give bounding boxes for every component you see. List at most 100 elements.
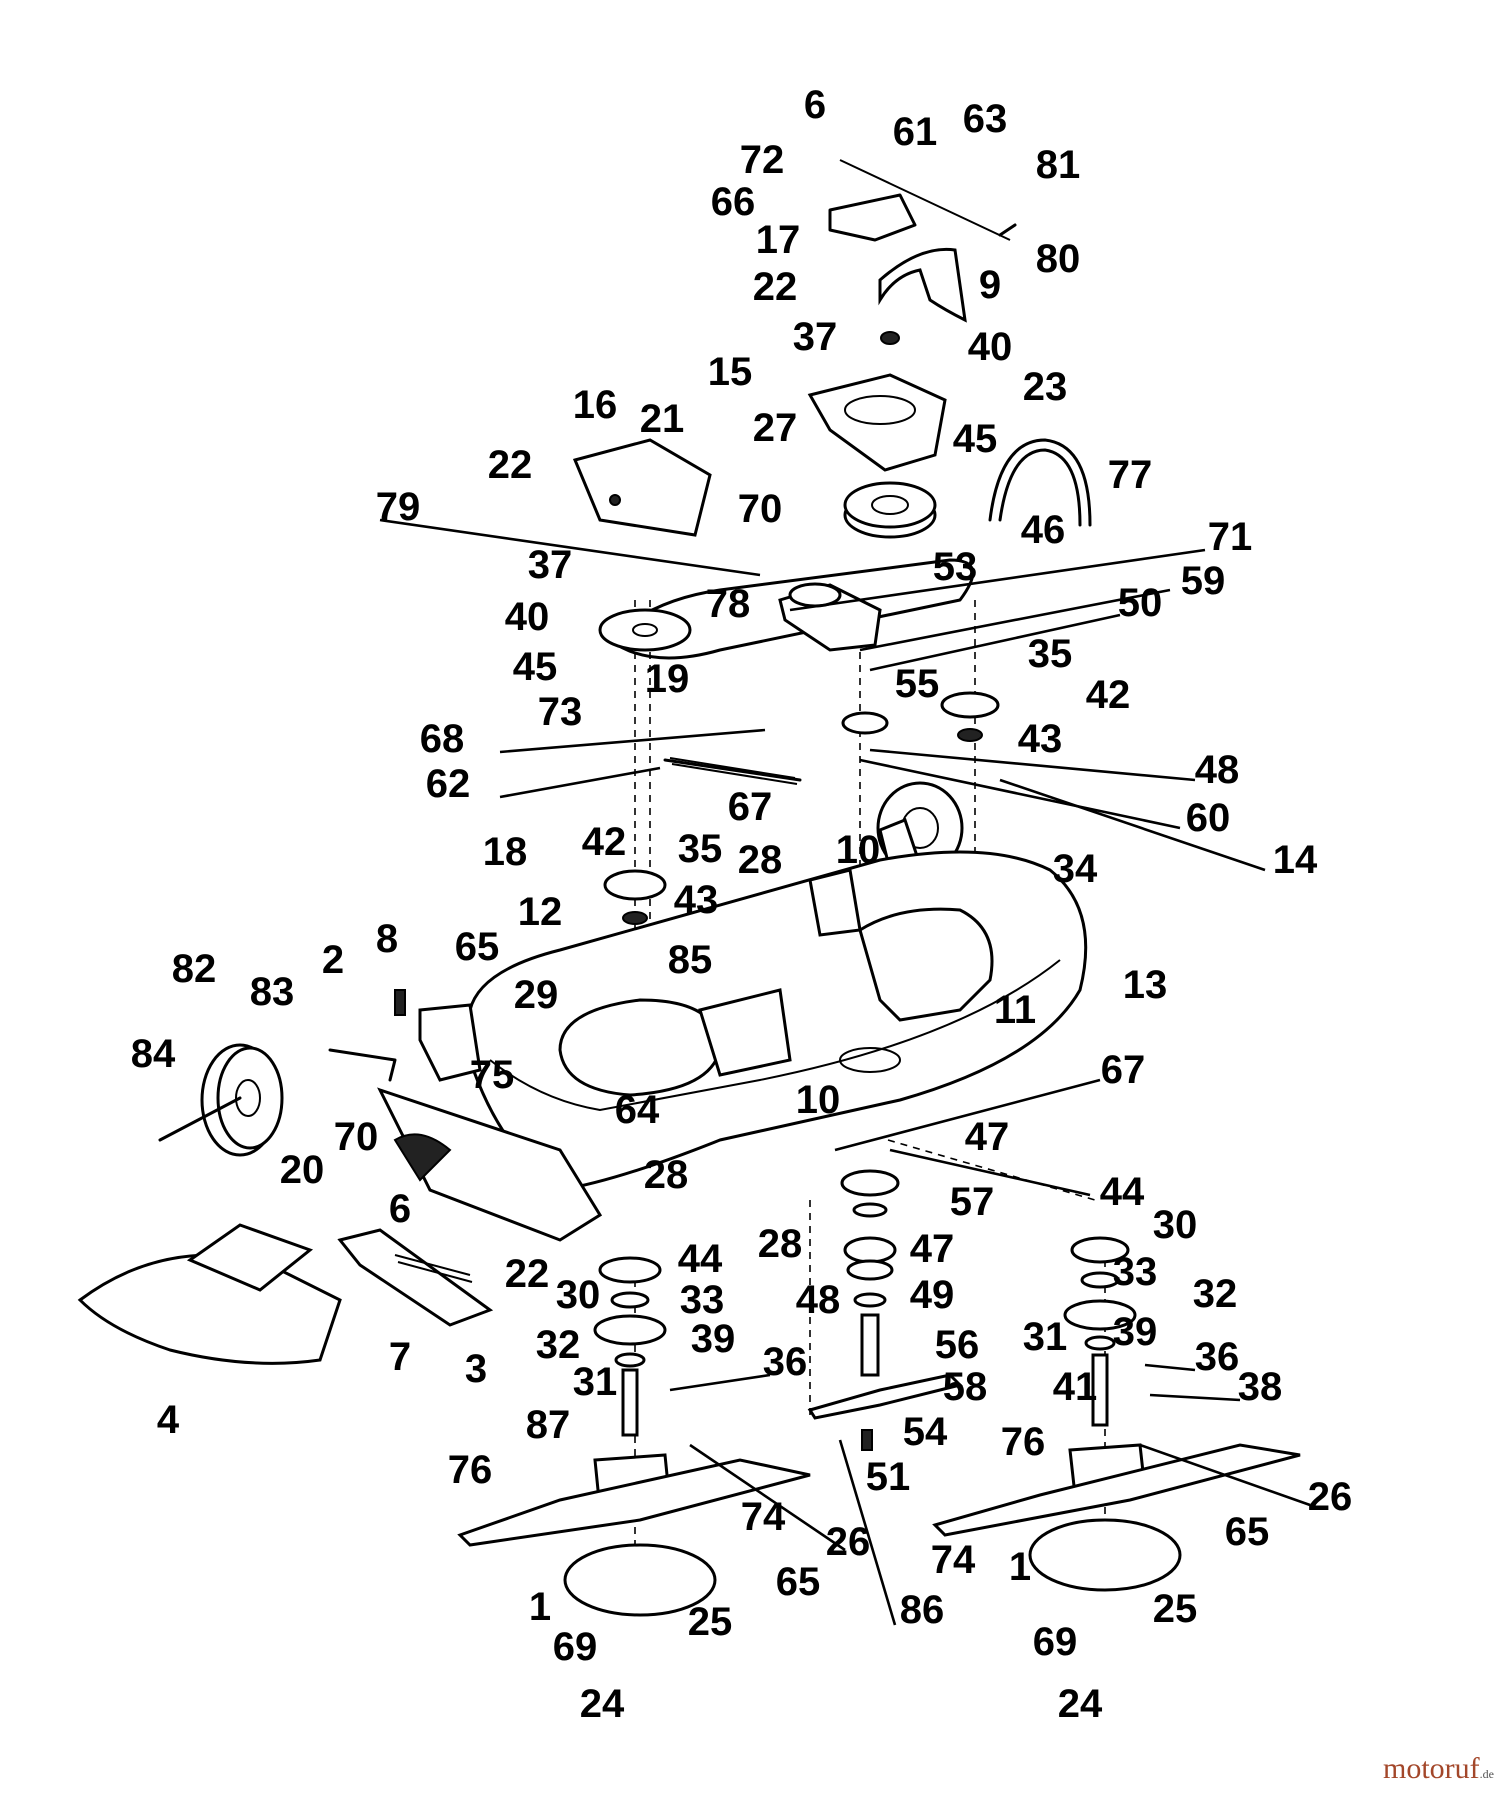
part-callout-34: 34 <box>1053 847 1098 891</box>
part-callout-17: 17 <box>756 218 801 262</box>
part-callout-54: 54 <box>903 1410 948 1454</box>
part-callout-35: 35 <box>1028 632 1073 676</box>
part-callout-42: 42 <box>1086 673 1131 717</box>
part-callout-45: 45 <box>953 417 998 461</box>
part-callout-67: 67 <box>728 785 773 829</box>
part-callout-28: 28 <box>644 1153 689 1197</box>
part-callout-7: 7 <box>389 1335 411 1379</box>
part-callout-22: 22 <box>505 1252 550 1296</box>
part-callout-8: 8 <box>376 917 398 961</box>
belt-77 <box>988 438 1092 527</box>
part-callout-31: 31 <box>1023 1315 1068 1359</box>
part-callout-2: 2 <box>322 938 344 982</box>
part-callout-41: 41 <box>1053 1365 1098 1409</box>
part-callout-30: 30 <box>1153 1203 1198 1247</box>
part-callout-62: 62 <box>426 762 471 806</box>
part-callout-26: 26 <box>1308 1475 1353 1519</box>
motoruf-watermark[interactable]: motoruf.de <box>1383 1752 1494 1786</box>
part-callout-74: 74 <box>931 1538 976 1582</box>
part-callout-36: 36 <box>1195 1335 1240 1379</box>
part-callout-56: 56 <box>935 1323 980 1367</box>
part-callout-58: 58 <box>943 1365 988 1409</box>
part-callout-13: 13 <box>1123 963 1168 1007</box>
part-callout-73: 73 <box>538 690 583 734</box>
part-callout-86: 86 <box>900 1588 945 1632</box>
front-bracket-2-8 <box>328 989 482 1082</box>
part-callout-31: 31 <box>573 1360 618 1404</box>
part-callout-47: 47 <box>910 1227 955 1271</box>
part-callout-12: 12 <box>518 890 563 934</box>
part-callout-22: 22 <box>753 265 798 309</box>
part-callout-74: 74 <box>741 1495 786 1539</box>
part-callout-19: 19 <box>645 657 690 701</box>
part-callout-71: 71 <box>1208 515 1253 559</box>
part-callout-76: 76 <box>448 1448 493 1492</box>
part-callout-81: 81 <box>1036 143 1081 187</box>
part-callout-1: 1 <box>1009 1545 1031 1589</box>
part-callout-82: 82 <box>172 947 217 991</box>
part-callout-30: 30 <box>556 1273 601 1317</box>
discharge-flap-75 <box>377 1087 603 1242</box>
part-callout-72: 72 <box>740 138 785 182</box>
part-callout-23: 23 <box>1023 365 1068 409</box>
part-callout-27: 27 <box>753 406 798 450</box>
part-callout-63: 63 <box>963 97 1008 141</box>
part-callout-16: 16 <box>573 383 618 427</box>
part-callout-39: 39 <box>691 1317 736 1361</box>
part-callout-85: 85 <box>668 938 713 982</box>
part-callout-57: 57 <box>950 1180 995 1224</box>
part-callout-84: 84 <box>131 1032 176 1076</box>
part-callout-6: 6 <box>389 1187 411 1231</box>
part-callout-77: 77 <box>1108 453 1153 497</box>
part-callout-22: 22 <box>488 443 533 487</box>
drive-belt-78 <box>598 558 975 660</box>
part-callout-48: 48 <box>1195 748 1240 792</box>
part-callout-10: 10 <box>796 1078 841 1122</box>
part-callout-43: 43 <box>1018 717 1063 761</box>
leader-lines <box>379 518 1311 1626</box>
part-callout-40: 40 <box>505 595 550 639</box>
part-callout-53: 53 <box>933 545 978 589</box>
part-callout-67: 67 <box>1101 1048 1146 1092</box>
bearings-42-43-55 <box>603 691 1000 925</box>
part-callout-69: 69 <box>553 1625 598 1669</box>
part-callout-33: 33 <box>680 1278 725 1322</box>
part-callout-25: 25 <box>1153 1587 1198 1631</box>
part-callout-79: 79 <box>376 485 421 529</box>
spring-62 <box>663 757 802 785</box>
bracket-3-7 <box>337 1228 494 1327</box>
part-callout-48: 48 <box>796 1278 841 1322</box>
part-callout-36: 36 <box>763 1340 808 1384</box>
part-callout-37: 37 <box>793 315 838 359</box>
part-callout-55: 55 <box>895 662 940 706</box>
part-callout-9: 9 <box>979 263 1001 307</box>
watermark-text: motoruf <box>1383 1752 1480 1785</box>
part-callout-18: 18 <box>483 830 528 874</box>
part-callout-42: 42 <box>582 820 627 864</box>
gauge-wheel-82 <box>158 1043 284 1157</box>
part-callout-11: 11 <box>994 988 1036 1032</box>
part-callout-44: 44 <box>678 1237 723 1281</box>
part-callout-87: 87 <box>526 1403 571 1447</box>
part-callout-37: 37 <box>528 543 573 587</box>
chute-deflector-4 <box>77 1223 342 1365</box>
part-callout-65: 65 <box>455 925 500 969</box>
part-callout-32: 32 <box>1193 1272 1238 1316</box>
part-callout-32: 32 <box>536 1323 581 1367</box>
part-callout-28: 28 <box>738 838 783 882</box>
part-callout-26: 26 <box>826 1520 871 1564</box>
left-spindle-assembly <box>457 1256 811 1617</box>
part-callout-64: 64 <box>615 1088 660 1132</box>
part-callout-75: 75 <box>470 1053 515 1097</box>
part-callout-33: 33 <box>1113 1250 1158 1294</box>
part-callout-76: 76 <box>1001 1420 1046 1464</box>
part-callout-24: 24 <box>580 1682 625 1726</box>
part-callout-49: 49 <box>910 1273 955 1317</box>
part-callout-59: 59 <box>1181 559 1226 603</box>
part-callout-14: 14 <box>1273 838 1318 882</box>
watermark-suffix: .de <box>1479 1767 1494 1781</box>
part-callout-28: 28 <box>758 1222 803 1266</box>
part-callout-1: 1 <box>529 1585 551 1629</box>
